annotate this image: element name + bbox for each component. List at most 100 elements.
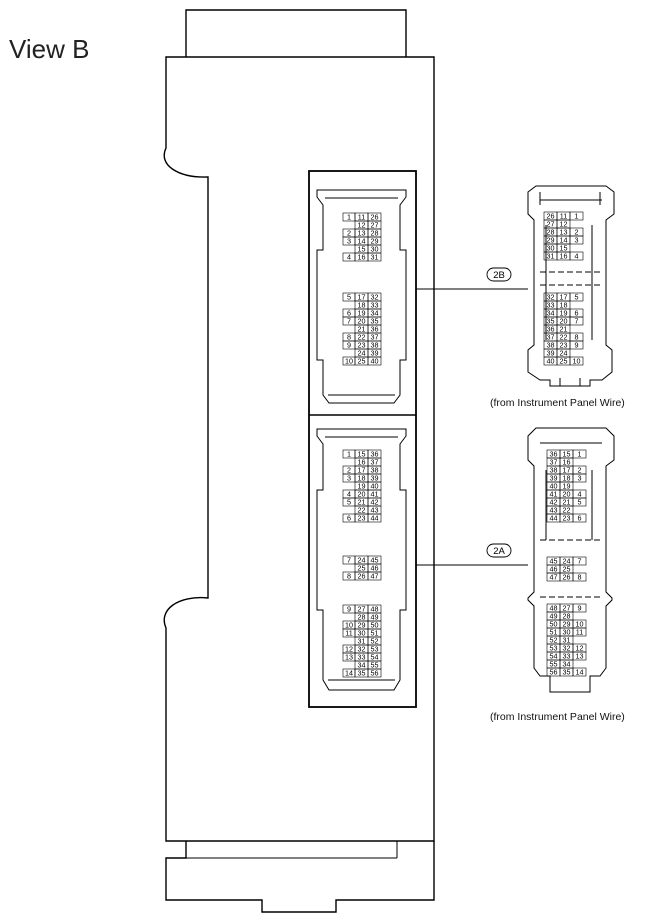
pin-number: 14 xyxy=(358,236,366,245)
pin-number: 30 xyxy=(547,243,555,252)
pin-number: 12 xyxy=(560,219,568,228)
pin-number: 7 xyxy=(347,316,351,325)
callout-2B-label: 2B xyxy=(493,270,505,281)
pin-number: 19 xyxy=(358,308,366,317)
pin-number: 4 xyxy=(347,252,351,261)
plug-2B-housing xyxy=(527,185,615,387)
pin-number: 34 xyxy=(371,308,379,317)
pin-number: 3 xyxy=(575,235,579,244)
pin-number: 18 xyxy=(358,473,366,482)
pin-number: 38 xyxy=(371,465,379,474)
pin-number: 12 xyxy=(576,643,584,652)
pin-number: 43 xyxy=(371,505,379,514)
pin-number: 38 xyxy=(550,465,558,474)
pin-number: 9 xyxy=(575,340,579,349)
pin-number: 13 xyxy=(576,651,584,660)
pin-number: 11 xyxy=(576,627,583,636)
pin-cell xyxy=(367,252,382,262)
pin-cell xyxy=(572,449,587,459)
pin-number: 27 xyxy=(563,603,571,612)
pin-number: 7 xyxy=(575,316,579,325)
pin-number: 34 xyxy=(358,660,366,669)
pin-cell xyxy=(569,340,584,350)
pin-number: 26 xyxy=(563,572,571,581)
pin-number: 12 xyxy=(358,220,366,229)
pin-number: 18 xyxy=(563,473,571,482)
block-bottom-tab xyxy=(165,841,435,913)
pin-number: 32 xyxy=(371,292,379,301)
pin-number: 30 xyxy=(358,628,366,637)
pin-number: 28 xyxy=(563,611,571,620)
pin-number: 39 xyxy=(547,348,555,357)
pin-number: 27 xyxy=(358,604,366,613)
pin-number: 49 xyxy=(550,611,558,620)
pin-number: 28 xyxy=(371,228,379,237)
pin-number: 33 xyxy=(547,300,555,309)
pin-number: 3 xyxy=(578,473,582,482)
pin-number: 30 xyxy=(563,627,571,636)
pin-number: 35 xyxy=(547,316,555,325)
pin-number: 17 xyxy=(563,465,571,474)
pin-number: 14 xyxy=(560,235,568,244)
pin-number: 22 xyxy=(358,332,366,341)
pin-cell xyxy=(572,667,587,677)
pin-number: 21 xyxy=(358,324,366,333)
pin-cell xyxy=(367,668,382,678)
pin-number: 15 xyxy=(358,244,366,253)
pin-number: 25 xyxy=(563,564,571,573)
pin-number: 23 xyxy=(358,513,366,522)
pin-number: 9 xyxy=(347,604,351,613)
pin-number: 23 xyxy=(563,513,571,522)
pin-number: 37 xyxy=(371,332,379,341)
pin-number: 40 xyxy=(371,356,379,365)
pin-cell xyxy=(572,651,587,661)
pin-number: 24 xyxy=(560,348,568,357)
pin-number: 37 xyxy=(547,332,555,341)
pin-number: 20 xyxy=(358,489,366,498)
pin-number: 5 xyxy=(347,497,351,506)
pin-number: 52 xyxy=(550,635,558,644)
pin-number: 32 xyxy=(358,644,366,653)
pin-number: 6 xyxy=(578,513,582,522)
pin-number: 9 xyxy=(578,603,582,612)
pin-number: 22 xyxy=(358,505,366,514)
pin-number: 50 xyxy=(371,620,379,629)
pin-number: 29 xyxy=(547,235,555,244)
pin-number: 12 xyxy=(345,644,353,653)
pin-cell xyxy=(572,603,587,613)
pin-number: 40 xyxy=(550,481,558,490)
pin-number: 24 xyxy=(358,555,366,564)
pin-number: 53 xyxy=(550,643,558,652)
pin-number: 35 xyxy=(358,668,366,677)
pin-number: 10 xyxy=(573,356,581,365)
pin-number: 8 xyxy=(347,571,351,580)
pin-number: 39 xyxy=(550,473,558,482)
pin-cell xyxy=(569,211,584,221)
pin-cell xyxy=(367,513,382,523)
pin-number: 16 xyxy=(563,457,571,466)
pin-number: 39 xyxy=(371,473,379,482)
pin-number: 43 xyxy=(550,505,558,514)
pin-number: 8 xyxy=(575,332,579,341)
pin-number: 31 xyxy=(563,635,571,644)
pin-number: 8 xyxy=(347,332,351,341)
pin-number: 29 xyxy=(563,619,571,628)
pin-number: 27 xyxy=(547,219,555,228)
pin-number: 24 xyxy=(563,556,571,565)
pin-number: 48 xyxy=(550,603,558,612)
pin-number: 6 xyxy=(347,513,351,522)
pin-cell xyxy=(367,571,382,581)
pin-number: 10 xyxy=(345,620,353,629)
pin-number: 10 xyxy=(345,356,353,365)
pin-number: 3 xyxy=(347,236,351,245)
pin-number: 3 xyxy=(347,473,351,482)
pin-number: 26 xyxy=(547,211,555,220)
pin-number: 31 xyxy=(358,636,366,645)
pin-cell xyxy=(569,235,584,245)
pin-number: 17 xyxy=(358,465,366,474)
pin-number: 6 xyxy=(575,308,579,317)
pin-number: 15 xyxy=(563,449,571,458)
